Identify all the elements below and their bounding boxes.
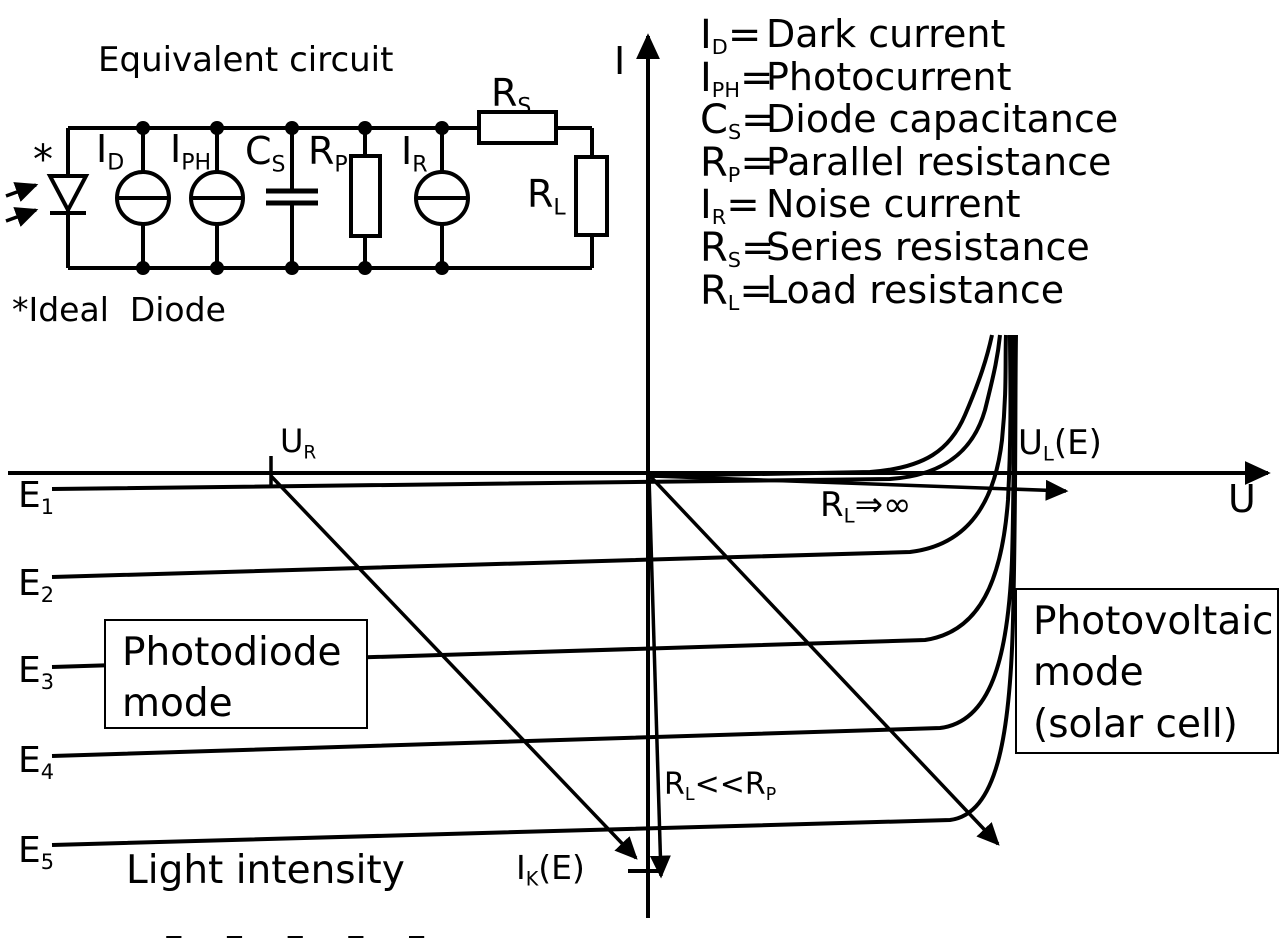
photovoltaic-mode-line1: Photovoltaic (1033, 599, 1274, 644)
light-intensity-inequality: E1<E2<E3<E4<E5 (121, 899, 439, 938)
photodiode-mode-line2: mode (122, 681, 233, 727)
photodiode-mode-line1: Photodiode (122, 630, 342, 675)
load-line-rl-infinity (651, 474, 1069, 501)
light-arrow-2 (5, 207, 39, 227)
diagram-title: Equivalent circuit (98, 40, 394, 80)
legend-desc: Parallel resistance (766, 139, 1112, 184)
e5-label: E5 (18, 830, 55, 875)
rl-much-less-rp-label: RL<<RP (664, 767, 777, 805)
legend-desc: Photocurrent (766, 54, 1012, 99)
legend-desc: Noise current (766, 182, 1021, 227)
i-axis-label: I (614, 39, 626, 83)
label-id: ID (96, 127, 125, 176)
equivalent-circuit (5, 110, 609, 275)
label-iph: IPH (170, 127, 212, 176)
ideal-diode-asterisk: * (33, 137, 53, 183)
iv-curves (51, 334, 1018, 847)
curve-e2 (51, 334, 1008, 579)
u-axis-label: U (1228, 477, 1256, 521)
junction-dots (136, 121, 449, 275)
legend: ID= Dark current IPH= Photocurrent CS= D… (700, 15, 1118, 313)
load-line-rl-small (647, 475, 671, 879)
legend-row-cs: CS= Diode capacitance (700, 97, 1119, 145)
legend-row-id: ID= Dark current (700, 12, 1006, 60)
e4-label: E4 (18, 740, 55, 785)
photodiode-mode-box: Photodiode mode (104, 619, 368, 729)
e3-label: E3 (18, 650, 55, 695)
ideal-diode-note: *Ideal Diode (12, 290, 226, 329)
photovoltaic-mode-line3: (solar cell) (1033, 701, 1238, 747)
label-cs: CS (245, 129, 286, 178)
label-ir: IR (401, 129, 428, 178)
load-line-solar-cell (648, 474, 1000, 846)
curve-dark-current (647, 334, 994, 478)
legend-row-rs: RS= Series resistance (700, 224, 1090, 273)
resistor-rs (477, 110, 558, 145)
resistor-rp (349, 154, 382, 238)
photovoltaic-mode-line2: mode (1033, 650, 1144, 696)
legend-desc: Dark current (766, 12, 1006, 56)
load-line-photodiode (269, 474, 638, 860)
legend-desc: Series resistance (766, 224, 1090, 269)
u-l-label: UL(E) (1018, 423, 1102, 466)
light-arrow-1 (5, 182, 39, 202)
resistor-rl (574, 155, 609, 237)
legend-row-ir: IR= Noise current (700, 182, 1021, 230)
legend-row-iph: IPH= Photocurrent (700, 54, 1012, 102)
e1-label: E1 (18, 475, 55, 520)
curve-e5 (51, 334, 1018, 847)
e2-label: E2 (18, 563, 55, 608)
legend-row-rp: RP= Parallel resistance (700, 139, 1112, 188)
curve-e1 (51, 334, 1002, 491)
photodiode-symbol (46, 174, 90, 215)
curve-e3 (51, 334, 1013, 669)
u-r-label: UR (280, 422, 317, 464)
legend-desc: Diode capacitance (766, 97, 1119, 142)
load-lines (269, 474, 1069, 879)
label-rl: RL (527, 172, 566, 221)
photovoltaic-mode-box: Photovoltaic mode (solar cell) (1015, 588, 1279, 754)
light-intensity-label: Light intensity (126, 848, 405, 893)
legend-desc: Load resistance (766, 267, 1065, 312)
rl-infinity-label: RL⇒∞ (820, 485, 912, 528)
label-rp: RP (308, 129, 348, 178)
legend-row-rl: RL= Load resistance (700, 267, 1065, 315)
label-rs: RS (491, 71, 532, 120)
i-k-label: IK(E) (516, 848, 585, 891)
